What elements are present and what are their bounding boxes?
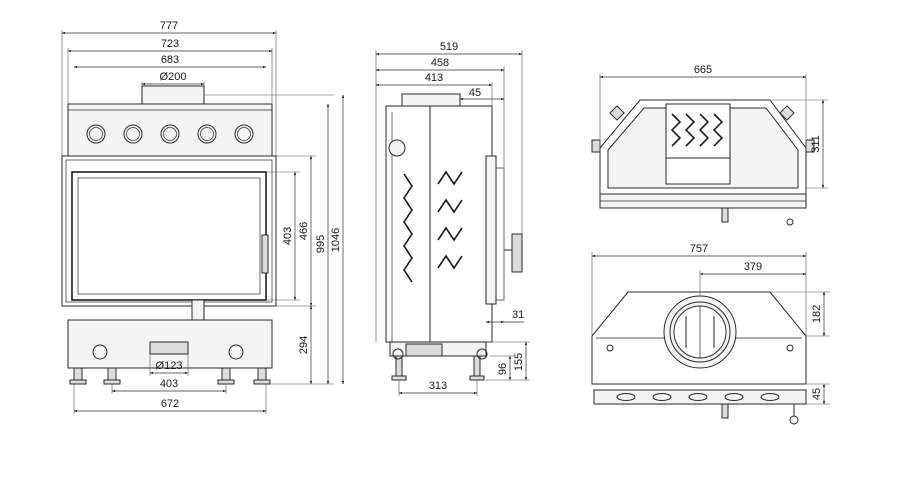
front-feet (69, 367, 271, 385)
top-grate (665, 103, 731, 185)
top-view: 665 311 (591, 64, 828, 226)
dim-side-313: 313 (429, 380, 447, 392)
dim-side-155: 155 (513, 353, 525, 371)
dim-side-458: 458 (431, 57, 449, 69)
dim-front-294: 294 (298, 336, 310, 354)
dim-side-31: 31 (512, 309, 524, 321)
dim-front-672: 672 (161, 398, 179, 410)
top-side-stub-left (591, 139, 601, 153)
side-view: 519 458 413 45 31 96 155 313 (375, 41, 530, 396)
dim-bottom-379: 379 (744, 261, 762, 273)
front-air-inlet (149, 341, 189, 355)
dim-top-311: 311 (810, 135, 822, 153)
front-flue-collar (141, 85, 205, 105)
dim-side-519: 519 (440, 41, 458, 53)
side-flue-collar (401, 93, 461, 107)
front-door-frame (61, 155, 277, 307)
bottom-outlets (616, 393, 780, 401)
dim-front-403-v: 403 (282, 227, 294, 245)
front-view: 777 723 683 Ø200 403 466 995 1046 294 Ø1 (61, 20, 345, 414)
side-door (485, 155, 497, 305)
dim-front-683: 683 (161, 54, 179, 66)
dim-side-413: 413 (425, 72, 443, 84)
side-inlet-stub (388, 139, 406, 157)
dim-bottom-45: 45 (811, 388, 823, 400)
bottom-front-strip (593, 389, 807, 405)
dim-side-45: 45 (469, 87, 481, 99)
dim-front-777: 777 (160, 20, 178, 32)
dim-front-inlet: Ø123 (156, 360, 183, 372)
side-door-handle (511, 233, 523, 273)
front-door-hinge (261, 234, 269, 274)
dim-front-flue: Ø200 (160, 71, 187, 83)
side-heat-exchanger-1 (403, 173, 413, 283)
front-upper-chamber (67, 103, 273, 157)
dim-front-403-h: 403 (160, 378, 178, 390)
dim-top-665: 665 (694, 64, 712, 76)
bottom-view: 757 379 182 45 (591, 243, 830, 425)
dim-front-723: 723 (161, 38, 179, 50)
dim-side-96: 96 (497, 363, 509, 375)
dim-front-995: 995 (315, 235, 327, 253)
dim-front-466: 466 (298, 222, 310, 240)
front-air-outlets (86, 124, 254, 144)
side-heat-exchanger-2 (437, 254, 463, 270)
dim-bottom-757: 757 (690, 243, 708, 255)
dim-bottom-182: 182 (811, 305, 823, 323)
dim-front-1046: 1046 (330, 228, 342, 252)
